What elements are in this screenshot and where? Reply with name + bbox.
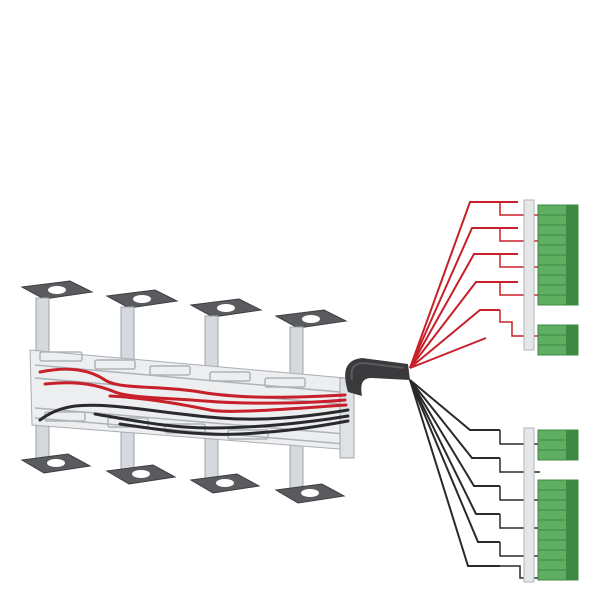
black-wire bbox=[93, 412, 350, 430]
fanout-black bbox=[409, 379, 500, 567]
terminal-connector-upper-b bbox=[537, 324, 579, 356]
terminal-connector-lower-a bbox=[537, 429, 579, 461]
plate-hole bbox=[133, 295, 151, 303]
connector-frames bbox=[523, 199, 535, 583]
fanout-red bbox=[409, 201, 518, 369]
terminal-connector-upper-a bbox=[537, 204, 579, 306]
black-wire bbox=[38, 403, 350, 422]
terminal-connector-lower-b bbox=[537, 479, 579, 581]
red-wire bbox=[108, 394, 348, 413]
red-wire bbox=[38, 367, 347, 399]
plate-hole bbox=[217, 304, 235, 312]
plate-hole bbox=[301, 489, 319, 497]
red-wire bbox=[43, 381, 347, 405]
plate-hole bbox=[132, 470, 150, 478]
plate-hole bbox=[48, 286, 66, 294]
plate-hole bbox=[216, 479, 234, 487]
rail-wires bbox=[38, 367, 350, 436]
bundle-sleeve-highlight bbox=[350, 361, 405, 381]
plate-hole bbox=[47, 459, 65, 467]
black-wire bbox=[118, 419, 350, 436]
plate-hole bbox=[302, 315, 320, 323]
rail-assembly bbox=[29, 349, 355, 459]
